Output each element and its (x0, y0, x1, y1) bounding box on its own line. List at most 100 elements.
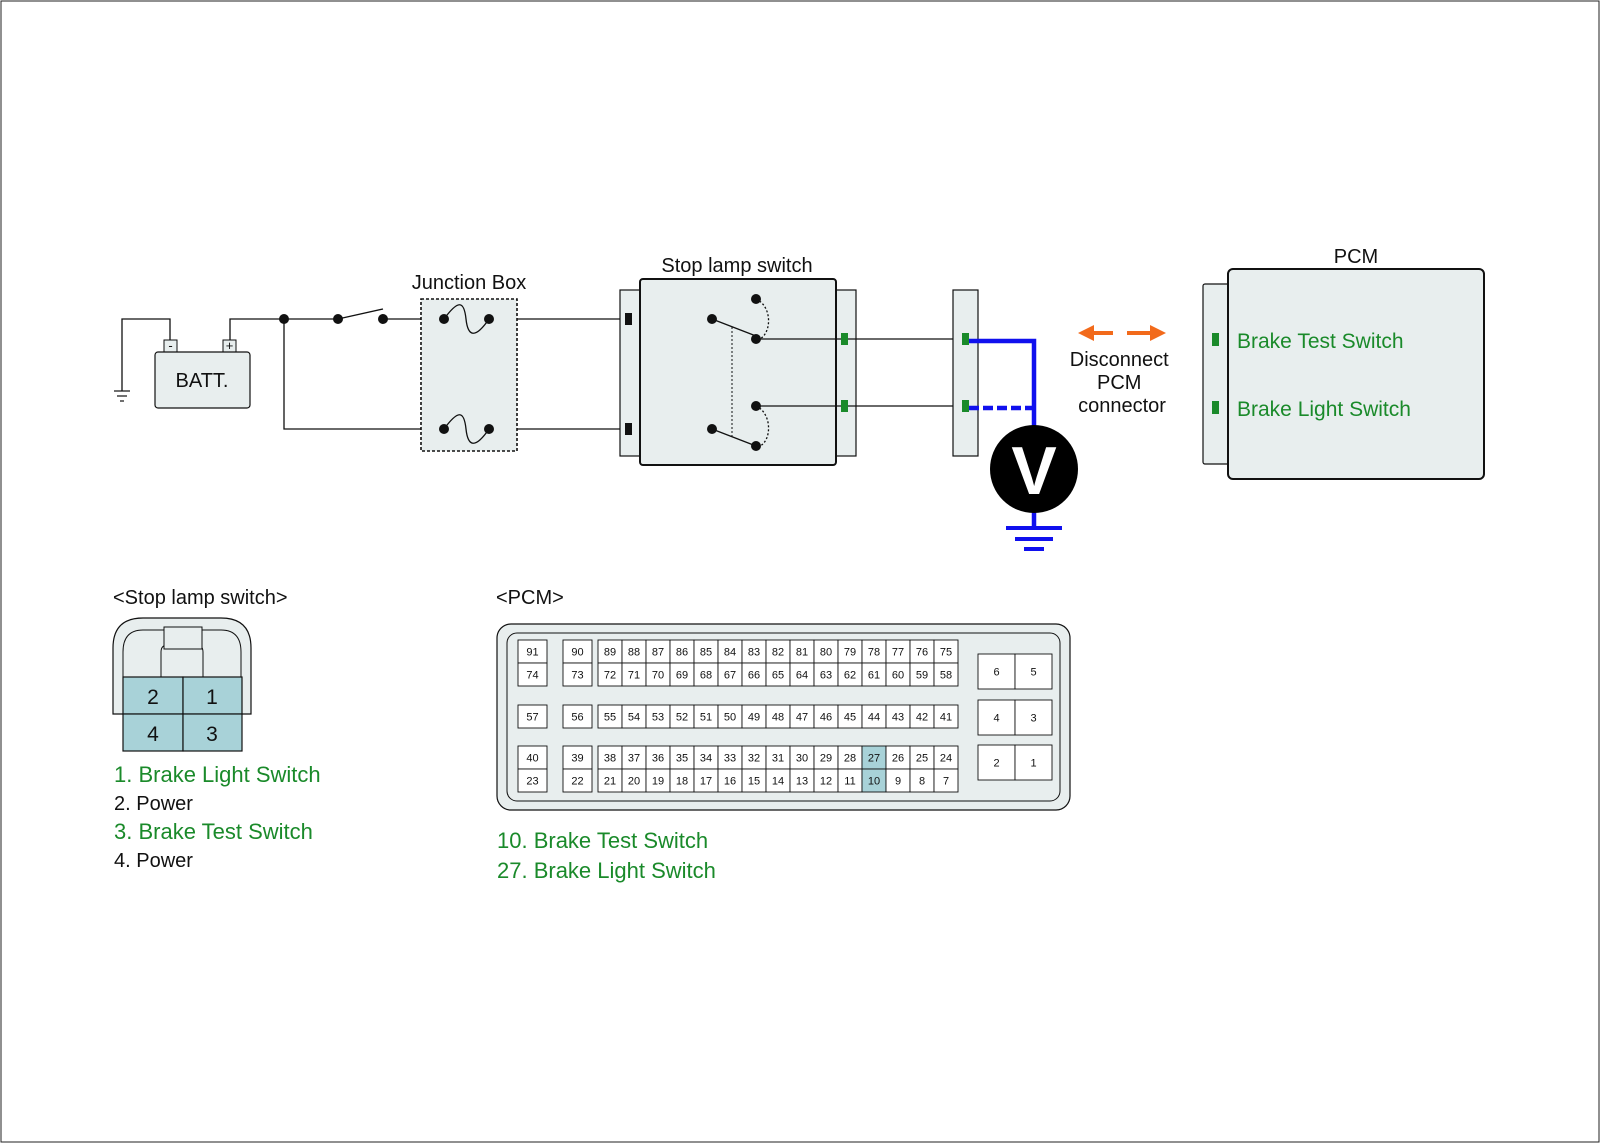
pcm-pin-label: 55 (604, 712, 616, 724)
pcm-pin-81: 81 (789, 639, 815, 664)
pcm-pin-13: 13 (789, 768, 815, 793)
pcm-pin-label: 58 (940, 670, 952, 682)
pcm-pin-63: 63 (813, 662, 839, 687)
stop-lamp-pin: 4 (147, 723, 159, 746)
pcm-pin-label: 52 (676, 712, 688, 724)
stop-lamp-legend-item: 1. Brake Light Switch (114, 762, 321, 787)
pcm-pin-8: 8 (909, 768, 935, 793)
pcm-pin-29: 29 (813, 745, 839, 770)
pcm-pin-label: 61 (868, 670, 880, 682)
voltmeter-symbol: V (1011, 433, 1056, 509)
pcm-pin-label: 67 (724, 670, 736, 682)
pcm-legend-item: 10. Brake Test Switch (497, 828, 708, 853)
pcm-pin-label: 1 (1030, 758, 1036, 770)
pcm-pin-49: 49 (741, 704, 767, 729)
pcm-pin-label: 16 (724, 776, 736, 788)
pcm-pin-label: 14 (772, 776, 784, 788)
pcm-pin-label: 84 (724, 647, 736, 659)
pcm-pin-34: 34 (693, 745, 719, 770)
pcm-pin-label: 85 (700, 647, 712, 659)
pcm-pin-78: 78 (861, 639, 887, 664)
harness-connector (848, 289, 979, 457)
pcm-pin-26: 26 (885, 745, 911, 770)
pcm-pin-label: 71 (628, 670, 640, 682)
pcm-module (1202, 268, 1485, 480)
pcm-pin-label: 78 (868, 647, 880, 659)
pcm-pin-69: 69 (669, 662, 695, 687)
stop-lamp-switch-label: Stop lamp switch (661, 255, 812, 277)
pcm-pin-label: 69 (676, 670, 688, 682)
pcm-pin-label: 31 (772, 753, 784, 765)
pcm-pin-31: 31 (765, 745, 791, 770)
pcm-pin-label: 45 (844, 712, 856, 724)
pcm-pin-label: 48 (772, 712, 784, 724)
pcm-pin-label: 59 (916, 670, 928, 682)
pcm-pin-label: 4 (993, 713, 999, 725)
pcm-pin-label: 79 (844, 647, 856, 659)
pcm-pin-19: 19 (645, 768, 671, 793)
stop-lamp-legend-item: 4. Power (114, 850, 193, 872)
pcm-pin-91: 91 (517, 639, 548, 664)
pcm-pin-label: 65 (772, 670, 784, 682)
pcm-pin-label: 43 (892, 712, 904, 724)
pcm-pin-label: 60 (892, 670, 904, 682)
pcm-pin-label: 76 (916, 647, 928, 659)
pcm-pin-label: 63 (820, 670, 832, 682)
pcm-pin-60: 60 (885, 662, 911, 687)
pcm-pin-6: 6 (977, 653, 1016, 690)
pcm-pin-41: 41 (933, 704, 959, 729)
pcm-pin-label: 29 (820, 753, 832, 765)
pcm-pin-label: 88 (628, 647, 640, 659)
pcm-label: PCM (1334, 246, 1378, 268)
pcm-pin-73: 73 (562, 662, 593, 687)
pcm-pin-59: 59 (909, 662, 935, 687)
pcm-pin-64: 64 (789, 662, 815, 687)
pcm-pin-label: 82 (772, 647, 784, 659)
pcm-pin-label: 54 (628, 712, 640, 724)
battery-minus: - (168, 338, 172, 353)
pcm-pin-45: 45 (837, 704, 863, 729)
pcm-pin-label: 30 (796, 753, 808, 765)
pcm-pin-15: 15 (741, 768, 767, 793)
pcm-pin-52: 52 (669, 704, 695, 729)
pcm-pin-39: 39 (562, 745, 593, 770)
pcm-pin-71: 71 (621, 662, 647, 687)
pcm-pin-label: 15 (748, 776, 760, 788)
junction-box-label: Junction Box (412, 272, 527, 294)
pcm-pin-label: 24 (940, 753, 952, 765)
pcm-pin-label: 12 (820, 776, 832, 788)
pcm-pin-label: 66 (748, 670, 760, 682)
pcm-pin-3: 3 (1014, 699, 1053, 736)
pcm-pin-14: 14 (765, 768, 791, 793)
pcm-pin-label: 22 (571, 776, 583, 788)
pcm-pin-9: 9 (885, 768, 911, 793)
pcm-pin-label: 49 (748, 712, 760, 724)
pcm-pin-1: 1 (1014, 744, 1053, 781)
pcm-pin-label: 9 (895, 776, 901, 788)
pcm-pin-35: 35 (669, 745, 695, 770)
pcm-pin-62: 62 (837, 662, 863, 687)
pcm-pin-label: 73 (571, 670, 583, 682)
pcm-pin-46: 46 (813, 704, 839, 729)
pcm-pin-label: 90 (571, 647, 583, 659)
pcm-pin-66: 66 (741, 662, 767, 687)
pcm-pin-7: 7 (933, 768, 959, 793)
pcm-pin-label: 50 (724, 712, 736, 724)
pcm-pin-85: 85 (693, 639, 719, 664)
pcm-pin-84: 84 (717, 639, 743, 664)
pcm-pin-label: 33 (724, 753, 736, 765)
pcm-pin-label: 72 (604, 670, 616, 682)
pcm-pin-label: 26 (892, 753, 904, 765)
pcm-pin-label: 20 (628, 776, 640, 788)
pcm-pin-28: 28 (837, 745, 863, 770)
pcm-pin-label: 19 (652, 776, 664, 788)
battery-plus: + (226, 338, 234, 353)
pcm-pin-65: 65 (765, 662, 791, 687)
pcm-pin-label: 25 (916, 753, 928, 765)
pcm-pin-label: 68 (700, 670, 712, 682)
pcm-pin-24: 24 (933, 745, 959, 770)
